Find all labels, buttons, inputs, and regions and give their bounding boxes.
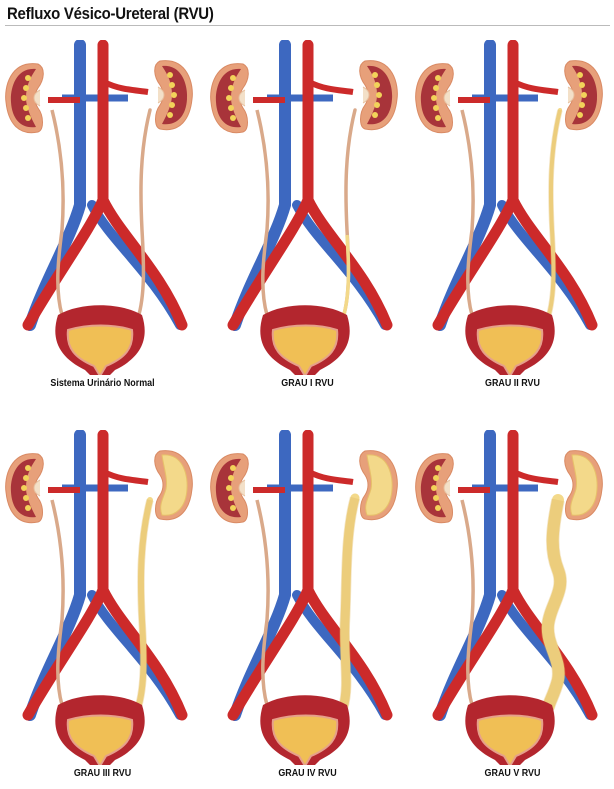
left-ureter [50,499,65,706]
bladder [260,305,350,375]
bladder [465,305,555,375]
left-ureter [255,109,270,316]
right-kidney [359,60,398,131]
aorta [227,40,393,331]
right-ureter [136,108,152,320]
panel-grade-3: GRAU III RVU [0,430,205,780]
left-kidney [210,453,249,524]
panel-grade-5: GRAU V RVU [410,430,614,780]
left-kidney [5,453,44,524]
aorta [22,40,188,331]
left-kidney [210,63,249,134]
bladder [465,695,555,765]
right-kidney [154,60,193,131]
urinary-system-illustration [210,430,398,765]
panel-grade-2: GRAU II RVU [410,40,614,390]
urinary-system-illustration [5,40,193,375]
panel-grade-4: GRAU IV RVU [205,430,410,780]
right-ureter [546,108,562,320]
panel-label: GRAU I RVU [281,377,334,389]
right-ureter [135,497,153,711]
right-kidney [359,450,398,521]
panel-label: GRAU II RVU [485,377,540,389]
panel-label: GRAU V RVU [484,767,541,779]
aorta [432,40,598,331]
bladder [260,695,350,765]
panel-label: Sistema Urinário Normal [50,377,155,389]
page-title: Refluxo Vésico-Ureteral (RVU) [7,4,214,23]
title-divider [5,25,610,26]
right-ureter [541,494,567,714]
aorta [22,430,188,721]
bladder [55,695,145,765]
right-kidney [154,450,193,521]
panel-label: GRAU IV RVU [278,767,337,779]
left-ureter [50,109,65,316]
aorta [432,430,598,721]
left-kidney [415,453,454,524]
urinary-system-illustration [210,40,398,375]
urinary-system-illustration [415,40,603,375]
bladder [55,305,145,375]
left-ureter [460,499,475,706]
left-ureter [460,109,475,316]
right-kidney [564,450,603,521]
urinary-system-illustration [5,430,193,765]
left-kidney [415,63,454,134]
right-kidney [564,60,603,131]
left-kidney [5,63,44,134]
panel-normal: Sistema Urinário Normal [0,40,205,390]
aorta [227,430,393,721]
refluxed-urine [341,234,351,319]
panel-label: GRAU III RVU [73,767,132,779]
right-ureter [338,493,360,713]
urinary-system-illustration [415,430,603,765]
panel-grade-1: GRAU I RVU [205,40,410,390]
left-ureter [255,499,270,706]
